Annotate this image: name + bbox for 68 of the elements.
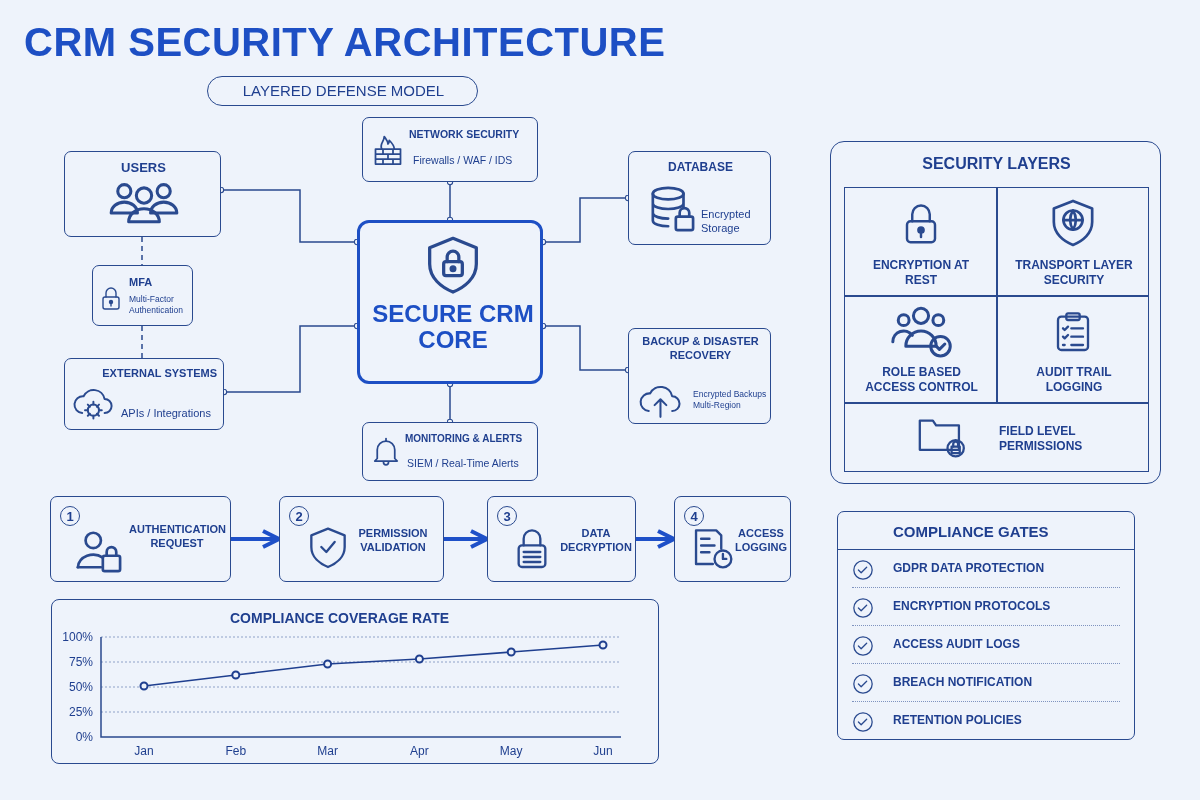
node-subtitle: PERMISSION VALIDATION xyxy=(357,527,429,555)
node-subtitle: AUTHENTICATION REQUEST xyxy=(129,523,225,551)
axis-tick-label: 50% xyxy=(68,679,93,694)
layer-cell xyxy=(844,187,997,296)
connector xyxy=(141,325,143,359)
node-title: FIELD LEVEL PERMISSIONS xyxy=(999,424,1084,454)
panel-heading: COMPLIANCE GATES xyxy=(838,512,1134,550)
checklist-panel xyxy=(837,511,1135,740)
node-subtitle: SIEM / Real-Time Alerts xyxy=(407,457,520,471)
node-title: SECURITY LAYERS xyxy=(921,154,1072,174)
process-box xyxy=(487,496,636,582)
axis-tick-label: 100% xyxy=(61,629,93,644)
node-title: NETWORK SECURITY xyxy=(409,128,521,142)
node-subtitle: DATA DECRYPTION xyxy=(560,527,632,555)
subtitle-pill xyxy=(207,76,478,106)
process-box xyxy=(628,151,771,245)
process-box xyxy=(64,358,224,430)
layer-cell xyxy=(844,296,997,403)
chart-title: COMPLIANCE COVERAGE RATE xyxy=(230,610,450,626)
node-title: DATABASE xyxy=(667,160,734,175)
node-title: BACKUP & DISASTER RECOVERY xyxy=(641,335,760,363)
process-box xyxy=(92,265,193,326)
node-title: TRANSPORT LAYER SECURITY xyxy=(1014,258,1134,288)
node-subtitle: Firewalls / WAF / IDS xyxy=(413,154,514,168)
process-box xyxy=(50,496,231,582)
process-box xyxy=(362,117,538,182)
checklist-item: BREACH NOTIFICATION xyxy=(893,675,1033,690)
process-box xyxy=(362,422,538,481)
node-title: USERS xyxy=(120,160,167,177)
checklist-item: ACCESS AUDIT LOGS xyxy=(893,637,1020,652)
node-title: LAYERED DEFENSE MODEL xyxy=(241,82,446,101)
arrow xyxy=(231,529,281,549)
process-box xyxy=(628,328,771,424)
axis-tick-label: Jun xyxy=(592,743,613,758)
node-subtitle: ACCESS LOGGING xyxy=(734,527,788,555)
node-title: EXTERNAL SYSTEMS xyxy=(101,367,217,381)
layers-panel xyxy=(830,141,1161,484)
node-subtitle: Encrypted Backups Multi-Region xyxy=(693,389,768,411)
axis-tick-label: Mar xyxy=(316,743,338,758)
axis-tick-label: Jan xyxy=(133,743,154,758)
node-title: ENCRYPTION AT REST xyxy=(871,258,971,288)
layer-cell xyxy=(844,403,1149,472)
node-title: MONITORING & ALERTS xyxy=(405,433,524,446)
axis-tick-label: 0% xyxy=(75,729,93,744)
axis-tick-label: Feb xyxy=(224,743,246,758)
axis-tick-label: May xyxy=(499,743,523,758)
process-box xyxy=(64,151,221,237)
node-subtitle: Encrypted Storage xyxy=(701,208,752,236)
process-box xyxy=(674,496,791,582)
layer-cell xyxy=(997,296,1149,403)
page-title: CRM SECURITY ARCHITECTURE xyxy=(24,20,666,65)
core-box xyxy=(357,220,543,384)
node-title: AUDIT TRAIL LOGGING xyxy=(1035,365,1113,395)
axis-tick-label: 75% xyxy=(68,654,93,669)
checklist-item: GDPR DATA PROTECTION xyxy=(893,561,1045,576)
process-box xyxy=(279,496,444,582)
node-subtitle: APIs / Integrations xyxy=(121,407,212,421)
arrow xyxy=(636,529,676,549)
node-title: MFA xyxy=(129,276,154,290)
axis-tick-label: Apr xyxy=(409,743,429,758)
axis-tick-label: 25% xyxy=(68,704,93,719)
arrow xyxy=(444,529,489,549)
checklist-item: RETENTION POLICIES xyxy=(893,713,1022,728)
checklist-item: ENCRYPTION PROTOCOLS xyxy=(893,599,1051,614)
node-subtitle: Multi-Factor Authentication xyxy=(129,294,184,316)
node-title: SECURE CRM CORE xyxy=(371,301,535,354)
layer-cell xyxy=(997,187,1149,296)
node-title: ROLE BASED ACCESS CONTROL xyxy=(864,365,979,395)
